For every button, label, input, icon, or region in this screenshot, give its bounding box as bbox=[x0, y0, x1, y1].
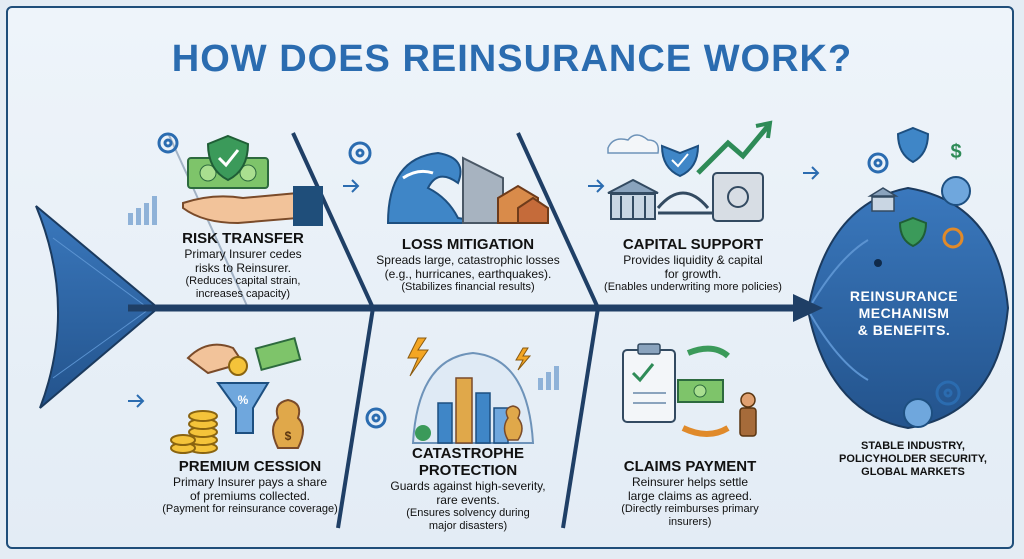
step-desc: Primary Insurer pays a share bbox=[172, 475, 328, 489]
step-note: (Payment for reinsurance coverage) bbox=[162, 503, 338, 515]
head-label: REINSURANCE MECHANISM & BENEFITS. bbox=[814, 288, 994, 339]
step-capital-support: CAPITAL SUPPORT Provides liquidity & cap… bbox=[593, 236, 793, 294]
step-desc: Primary Insurer cedes bbox=[184, 247, 302, 261]
step-title: RISK TRANSFER bbox=[182, 230, 304, 247]
claims-clipboard-icon bbox=[622, 343, 757, 437]
step-desc: risks to Reinsurer. bbox=[194, 261, 292, 275]
step-note: (Ensures solvency during bbox=[406, 507, 530, 519]
step-risk-transfer: RISK TRANSFER Primary Insurer cedes risk… bbox=[158, 230, 328, 301]
fishbone-diagram: % $ bbox=[35, 120, 1010, 529]
benefits-icons: $ bbox=[867, 126, 971, 428]
cloud-icon bbox=[607, 134, 660, 154]
step-premium-cession: PREMIUM CESSION Primary Insurer pays a s… bbox=[150, 458, 350, 516]
coins-funnel-icon: % $ bbox=[170, 336, 304, 454]
city-dome-icon bbox=[407, 337, 535, 444]
summary-line: POLICYHOLDER SECURITY, bbox=[839, 453, 987, 465]
step-title: PROTECTION bbox=[418, 462, 518, 479]
step-desc: large claims as agreed. bbox=[627, 489, 753, 503]
step-loss-mitigation: LOSS MITIGATION Spreads large, catastrop… bbox=[363, 236, 573, 294]
summary-line: STABLE INDUSTRY, bbox=[861, 440, 965, 452]
step-desc: rare events. bbox=[436, 493, 500, 507]
fish-eye bbox=[874, 259, 882, 267]
lightning-icon bbox=[407, 337, 429, 377]
arrow-icon bbox=[588, 179, 605, 193]
head-label-line: MECHANISM bbox=[858, 305, 950, 321]
arrow-icon bbox=[128, 394, 145, 408]
step-desc: Guards against high-severity, bbox=[390, 479, 546, 493]
step-desc: of premiums collected. bbox=[189, 489, 311, 503]
svg-text:%: % bbox=[238, 393, 249, 407]
step-note: increases capacity) bbox=[195, 288, 291, 300]
step-note: (Stabilizes financial results) bbox=[401, 281, 535, 293]
gear-icon bbox=[157, 132, 961, 429]
step-desc: for growth. bbox=[664, 267, 722, 281]
step-desc: Provides liquidity & capital bbox=[623, 253, 763, 267]
arrow-icon bbox=[343, 179, 360, 193]
step-desc: (e.g., hurricanes, earthquakes). bbox=[384, 267, 552, 281]
head-label-line: REINSURANCE bbox=[849, 288, 959, 304]
benefits-summary: STABLE INDUSTRY, POLICYHOLDER SECURITY, … bbox=[838, 440, 988, 479]
page-title: HOW DOES REINSURANCE WORK? bbox=[171, 38, 853, 80]
step-desc: Reinsurer helps settle bbox=[631, 475, 749, 489]
fish-tail bbox=[35, 205, 160, 409]
step-title: CLAIMS PAYMENT bbox=[623, 458, 757, 475]
step-catastrophe-protection: CATASTROPHE PROTECTION Guards against hi… bbox=[373, 445, 563, 533]
step-title: CATASTROPHE bbox=[412, 445, 524, 462]
infographic-frame: HOW DOES REINSURANCE WORK? bbox=[6, 6, 1014, 549]
svg-text:$: $ bbox=[285, 429, 292, 443]
bank-safe-growth-icon bbox=[607, 120, 773, 222]
step-note: (Reduces capital strain, bbox=[185, 275, 301, 287]
step-note: insurers) bbox=[668, 516, 712, 528]
step-note: major disasters) bbox=[428, 520, 508, 532]
step-claims-payment: CLAIMS PAYMENT Reinsurer helps settle la… bbox=[600, 458, 780, 529]
summary-line: GLOBAL MARKETS bbox=[861, 466, 965, 478]
step-desc: Spreads large, catastrophic losses bbox=[376, 253, 560, 267]
bar-chart-icon bbox=[128, 196, 559, 390]
head-label-line: & BENEFITS. bbox=[857, 322, 951, 338]
step-title: LOSS MITIGATION bbox=[401, 236, 535, 253]
step-note: (Enables underwriting more policies) bbox=[604, 281, 782, 293]
money-shield-icon bbox=[182, 134, 323, 226]
step-title: CAPITAL SUPPORT bbox=[622, 236, 764, 253]
step-note: (Directly reimburses primary bbox=[621, 503, 759, 515]
arrow-icon bbox=[803, 166, 820, 180]
step-title: PREMIUM CESSION bbox=[178, 458, 322, 475]
tsunami-icon bbox=[386, 151, 549, 224]
spine-arrowhead bbox=[793, 294, 823, 322]
svg-text:$: $ bbox=[950, 141, 961, 163]
